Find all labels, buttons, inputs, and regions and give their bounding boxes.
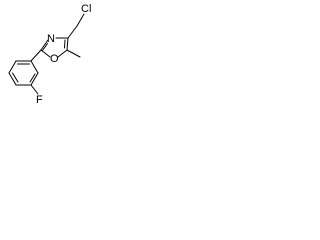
atom-label-nitrogen: N: [47, 33, 55, 45]
bond-c2-o1: [40, 49, 51, 58]
bond-n3-c2-inner: [42, 43, 48, 51]
bond-n3-c2: [40, 39, 49, 51]
bond-cl-ch2: [76, 13, 85, 27]
bond-ch2-c4: [67, 25, 78, 39]
bond-ph-inner-b: [12, 72, 19, 83]
bond-ph-5-6: [30, 72, 39, 86]
bond-c2-phenyl: [30, 49, 42, 62]
atom-label-fluorine: F: [36, 94, 43, 105]
bond-ph-f: [30, 84, 39, 95]
bond-ph-6-1: [30, 60, 39, 74]
bond-c4-c5-inner: [64, 39, 66, 49]
bond-ph-3-4: [8, 72, 17, 86]
atom-label-chlorine: Cl: [81, 3, 91, 15]
chemical-structure: Cl N O F: [0, 0, 111, 106]
bond-c4-c5: [66, 37, 69, 51]
bond-ph-2-3: [8, 60, 17, 74]
bond-o1-c5: [57, 49, 68, 58]
structure-drawing: Cl N O F: [8, 3, 91, 106]
bond-ph-inner-c: [29, 73, 36, 83]
atom-label-oxygen: O: [50, 53, 59, 65]
bond-c5-methyl: [66, 49, 81, 58]
